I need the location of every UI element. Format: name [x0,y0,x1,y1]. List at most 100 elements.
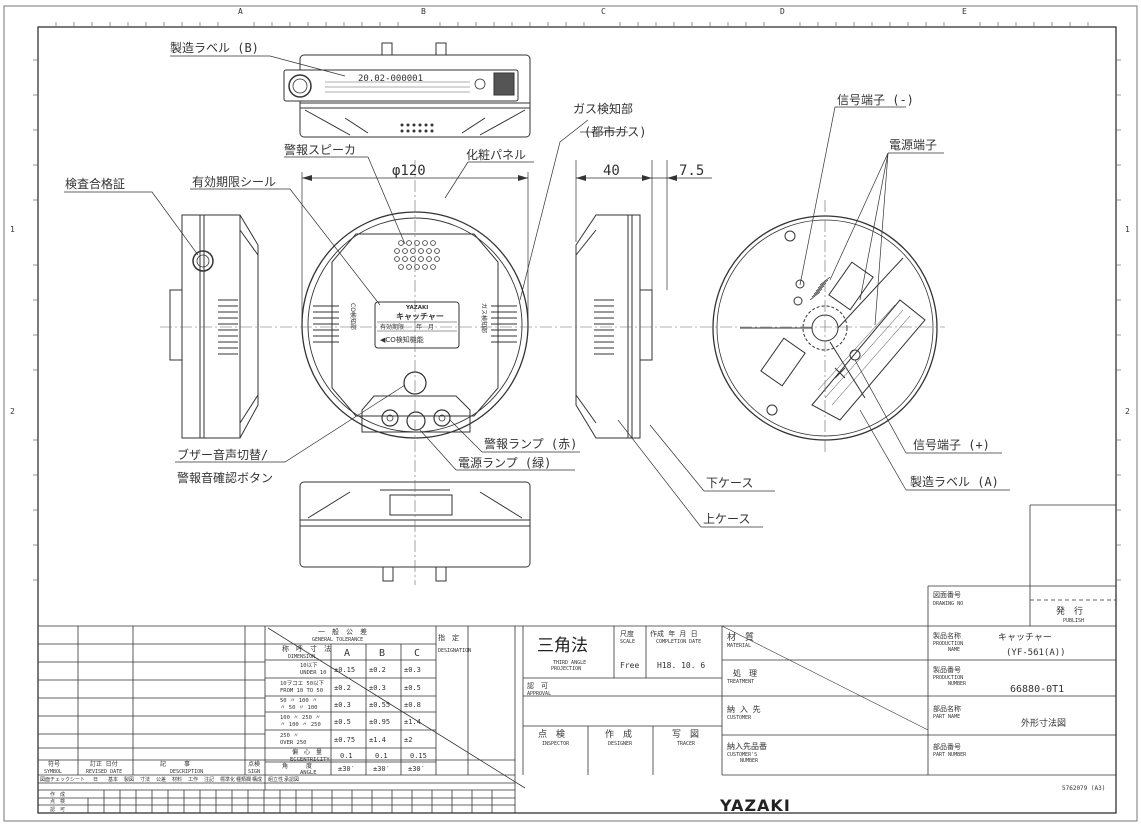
left-side-view [169,214,259,439]
callout-expiry-seal: 有効期限シール [192,174,276,189]
back-label-a [811,299,926,421]
tolerance-col-a: A [344,648,350,659]
check-row-item: 公差 [156,776,166,783]
callout-alarm-lamp: 警報ランプ (赤) [484,436,577,451]
company-logo: YAZAKI [719,796,791,815]
callout-label-a: 製造ラベル (A) [910,475,999,489]
row-marker: 1 [1125,225,1130,234]
document-code: 5762079 (A3) [1062,785,1105,792]
title-block-grid [38,504,1116,814]
tolerance-row-sub: OVER 250 [280,740,307,746]
tolerance-row-label: 50 〃 100 〃 [280,698,318,704]
tolerance-col-b: B [379,648,385,659]
dimension-diameter: φ120 [392,163,426,179]
completion-date: H18. 10. 6 [657,661,705,670]
tolerance-title: 一 般 公 差 [318,627,367,636]
sheet-inner-border [37,26,1117,814]
customer-no-label: 納入先品番 [727,741,767,751]
material-en: MATERIAL [727,643,751,649]
callout-power-lamp: 電源ランプ (緑) [458,455,551,470]
customer-en: CUSTOMER [727,715,752,721]
sheet-outer-border [3,5,1138,822]
tolerance-row-label: 偏 心 量 [292,748,322,756]
tolerance-value: 0.15 [410,752,427,760]
check-row-item: 組立性 [268,776,283,783]
inspector-label: 点 検 [538,728,565,740]
screw-hole-icon [766,404,778,416]
dimension-lines [301,160,712,322]
projection-label: 三角法 [537,636,588,656]
tolerance-value: ±0.5 [334,718,351,726]
tolerance-row-label: 角 度 [282,762,312,770]
completion-en: COMPLETION DATE [656,639,701,645]
front-co-mark: CO検知部 [349,303,357,330]
side-row-inspect: 点 検 [50,798,65,805]
right-side-view [575,214,653,439]
part-no-label: 部品番号 [933,742,961,751]
tolerance-col-c: C [414,648,420,659]
callout-signal-minus: 信号端子 (-) [837,93,914,107]
dimension-depth: 40 [603,163,620,179]
customer-no-en-2: NUMBER [740,758,759,764]
revision-symbol-en: SYMBOL [44,769,62,775]
front-brand-text: YAZAKI [405,305,428,311]
row-marker: 2 [10,407,15,416]
revision-date-label: 訂正 日付 [90,760,118,768]
product-no-en-1: PRODUCTION [933,675,963,681]
check-row-item: 材料 [172,776,182,783]
callout-cosmetic-panel: 化粧パネル [466,148,526,162]
tolerance-row-sub: 〃 50 〃 100 [280,705,318,711]
row-markers: 1 2 1 2 [10,225,1130,416]
material-label: 材 質 [727,631,754,643]
label-b-plate [283,69,519,102]
check-row-item: 種類欄 [236,776,251,783]
treatment-en: TREATMENT [727,679,754,685]
designer-en: DESIGNER [608,741,633,747]
top-view-tab [381,42,393,56]
revision-symbol-label: 符号 [48,760,60,768]
tolerance-title-en: GENERAL TOLERANCE [312,637,363,643]
column-marker: E [962,7,967,16]
leader-lines [64,55,1010,528]
power-terminal [760,337,806,387]
tolerance-row-label: 100 〃 250 〃 [280,715,321,721]
front-gas-mark: ガス検知部 [480,303,488,333]
inspection-cert-icon [192,250,214,272]
speaker-grille [394,240,440,270]
tolerance-row-label: 10以下 [300,662,318,669]
side-row-approve: 認 可 [50,806,65,813]
callout-upper-case: 上ケース [703,512,750,526]
callout-buzzer-switch: ブザー音声切替/ [177,447,268,462]
tolerance-value: ±30′ [408,765,425,773]
dimension-arrows [302,175,677,181]
product-no-en-2: NUMBER [948,681,967,687]
tolerance-value: ±2 [404,736,412,744]
column-marker: B [421,7,426,16]
tolerance-table: 一 般 公 差 GENERAL TOLERANCE 称 呼 寸 法 DIMENS… [280,627,471,776]
product-no: 66880-0T1 [1010,684,1064,695]
scale-label: 尺度 [620,629,634,638]
product-name-en-2: NAME [948,647,960,653]
tracer-en: TRACER [677,741,696,747]
check-row-item: 注記 [204,776,214,783]
projection-en-2: PROJECTION [551,666,581,672]
callout-signal-plus: 信号端子 (+) [913,438,990,452]
revision-description-en: DESCRIPTION [170,769,203,775]
drawing-no-label: 図面番号 [933,591,961,599]
product-name-label: 製品名称 [933,631,961,640]
back-barcode [809,276,831,301]
revision-sign-en: SIGN [248,769,260,775]
front-product-text: キャッチャー [396,312,444,321]
column-markers: A B C D E [238,7,967,16]
tolerance-row-sub: UNDER 10 [300,670,327,676]
part-name: 外形寸法図 [1021,717,1066,729]
inspector-en: INSPECTOR [542,741,570,747]
revision-date-en: REVISED DATE [86,769,122,775]
column-marker: C [601,7,606,16]
check-row-item: 寸法 [140,776,150,783]
center-lines [160,160,945,585]
border-ticks [33,22,1121,581]
tolerance-value: ±0.75 [334,736,355,744]
cosmetic-panel [331,233,499,417]
